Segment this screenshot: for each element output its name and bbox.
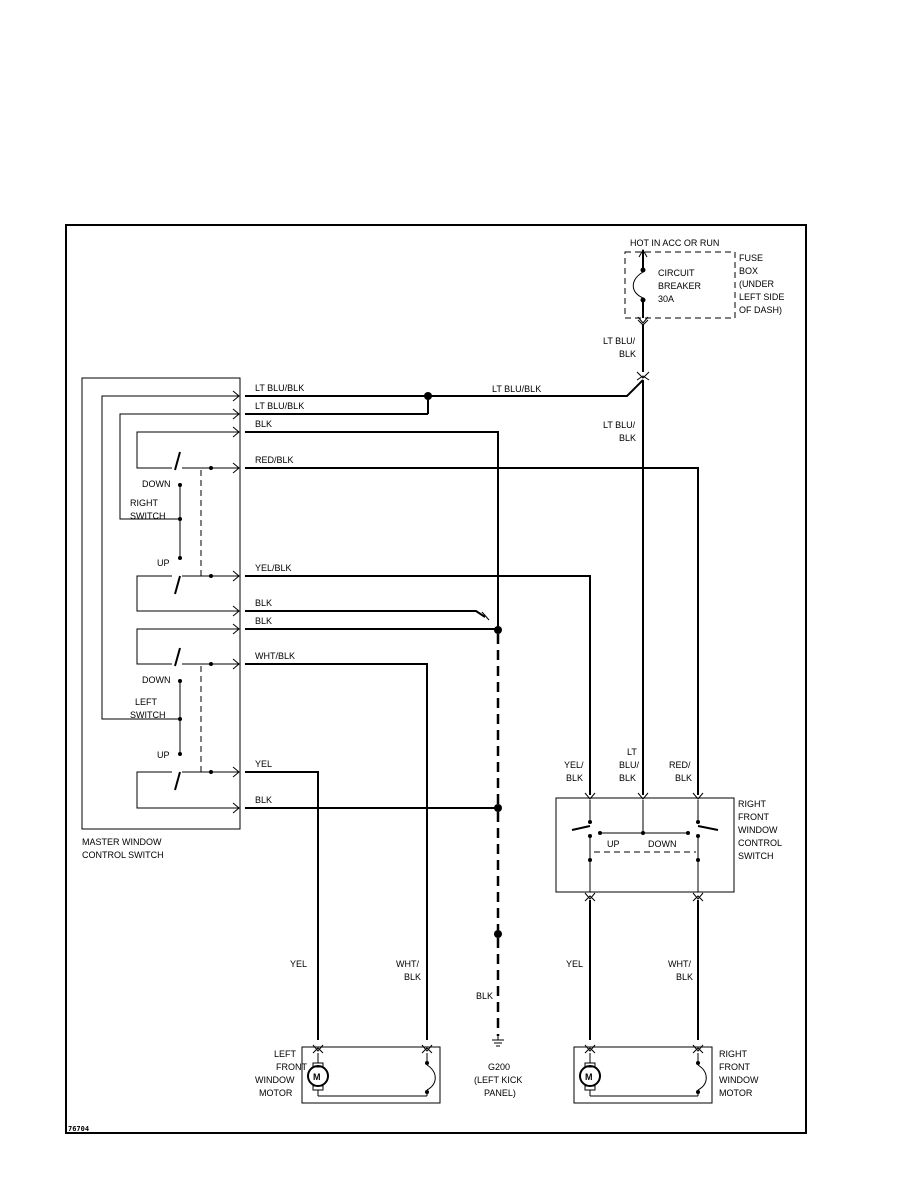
right-motor-internals: [579, 1044, 707, 1097]
fuse-box-line-5: OF DASH): [739, 305, 782, 315]
master-switch-box: [81, 377, 241, 830]
rs-out-yel-label: YEL: [566, 959, 583, 969]
wire-w8-label: WHT/BLK: [255, 651, 295, 661]
right-switch-up-label: UP: [157, 558, 170, 568]
right-switch-name-1: RIGHT: [130, 498, 159, 508]
ground-name-1: G200: [488, 1062, 510, 1072]
rm-name-2: FRONT: [719, 1062, 750, 1072]
master-right-switch: [174, 451, 239, 595]
master-switch-connectors: [232, 390, 240, 814]
rs-name-3: WINDOW: [738, 825, 778, 835]
rs-in-red-blk-1: RED/: [669, 760, 691, 770]
rm-name-3: WINDOW: [719, 1075, 759, 1085]
ground-name-3: PANEL): [484, 1088, 516, 1098]
lm-name-2: FRONT: [276, 1062, 307, 1072]
fuse-box-line-3: (UNDER: [739, 279, 774, 289]
left-switch-up-label: UP: [157, 750, 170, 760]
diagram-frame: [65, 224, 807, 1134]
lt-blu-blk-feed: [428, 379, 644, 397]
lm-wire-yel-label: YEL: [290, 959, 307, 969]
wire-w5: [245, 575, 591, 795]
ground-splice-middle: [494, 804, 502, 812]
wire-w5-label: YEL/BLK: [255, 563, 292, 573]
ground-wire-label: BLK: [476, 991, 493, 1001]
right-motor-m: M: [585, 1072, 593, 1082]
rs-up-label: UP: [607, 839, 620, 849]
left-motor-internals: [307, 1044, 436, 1097]
hot-label: HOT IN ACC OR RUN: [630, 238, 719, 248]
left-switch-down-label: DOWN: [142, 675, 171, 685]
lm-name-4: MOTOR: [259, 1088, 293, 1098]
wire-w4: [245, 467, 699, 795]
left-switch-name-2: SWITCH: [130, 710, 166, 720]
wire-w2-label: LT BLU/BLK: [255, 401, 304, 411]
right-switch-input-connectors: [584, 792, 704, 800]
rs-name-1: RIGHT: [738, 799, 767, 809]
circuit-breaker-symbol: [632, 248, 649, 324]
rs-in-lt-blu-blk-2: BLU/: [619, 760, 640, 770]
rs-in-lt-blu-blk-1: LT: [627, 747, 637, 757]
rs-name-4: CONTROL: [738, 838, 782, 848]
power-wire-label-2a: LT BLU/: [603, 420, 636, 430]
power-wire-label-2b: BLK: [619, 433, 636, 443]
wire-w3-label: BLK: [255, 419, 272, 429]
ground-symbol: [492, 1036, 504, 1047]
fuse-box-line-2: BOX: [739, 266, 758, 276]
fuse-box-outline: [624, 251, 736, 319]
lm-name-1: LEFT: [274, 1049, 297, 1059]
rs-down-label: DOWN: [648, 839, 677, 849]
rm-name-4: MOTOR: [719, 1088, 753, 1098]
wire-w7-label: BLK: [255, 616, 272, 626]
rs-in-lt-blu-blk-3: BLK: [619, 773, 636, 783]
rs-name-5: SWITCH: [738, 851, 774, 861]
right-switch-output-connectors: [584, 892, 704, 902]
ground-splice-upper: [494, 626, 502, 634]
rs-in-yel-blk-1: YEL/: [564, 760, 584, 770]
power-connector: [636, 371, 650, 381]
left-switch-name-1: LEFT: [135, 697, 158, 707]
breaker-line-1: CIRCUIT: [658, 268, 695, 278]
lm-wire-wht-blk-1: WHT/: [396, 959, 419, 969]
master-left-switch: [174, 647, 239, 791]
rm-name-1: RIGHT: [719, 1049, 748, 1059]
right-switch-internals: [571, 800, 719, 892]
right-switch-name-2: SWITCH: [130, 511, 166, 521]
wire-w6: [245, 610, 486, 618]
wire-w6-label: BLK: [255, 598, 272, 608]
wire-w4-label: RED/BLK: [255, 455, 294, 465]
fuse-box-line-1: FUSE: [739, 253, 763, 263]
wire-w9: [245, 771, 319, 1040]
rs-out-wht-blk-2: BLK: [676, 972, 693, 982]
wire-w1-label: LT BLU/BLK: [255, 383, 304, 393]
power-wire-label-1b: BLK: [619, 349, 636, 359]
rs-in-yel-blk-2: BLK: [566, 773, 583, 783]
wire-w9-label: YEL: [255, 759, 272, 769]
left-motor-m: M: [313, 1072, 321, 1082]
rs-in-red-blk-2: BLK: [675, 773, 692, 783]
ground-splice-lower: [494, 930, 502, 938]
master-switch-name-2: CONTROL SWITCH: [82, 850, 164, 860]
splice-wire-label: LT BLU/BLK: [492, 384, 541, 394]
diagram-id: 76704: [68, 1125, 89, 1133]
master-switch-name-1: MASTER WINDOW: [82, 837, 162, 847]
lm-name-3: WINDOW: [255, 1075, 295, 1085]
wire-w3: [245, 431, 499, 630]
fuse-box-line-4: LEFT SIDE: [739, 292, 784, 302]
wire-w10-label: BLK: [255, 795, 272, 805]
left-motor-box: [301, 1046, 441, 1104]
wire-w8: [245, 663, 428, 1040]
rs-out-wht-blk-1: WHT/: [668, 959, 691, 969]
breaker-line-2: BREAKER: [658, 281, 702, 291]
right-motor-box: [573, 1046, 713, 1104]
master-internal-feeds: [101, 395, 239, 809]
breaker-line-3: 30A: [658, 294, 674, 304]
rs-name-2: FRONT: [738, 812, 769, 822]
power-wire-label-1a: LT BLU/: [603, 336, 636, 346]
right-switch-box: [555, 797, 735, 893]
right-switch-down-label: DOWN: [142, 479, 171, 489]
lm-wire-wht-blk-2: BLK: [404, 972, 421, 982]
ground-name-2: (LEFT KICK: [474, 1075, 522, 1085]
